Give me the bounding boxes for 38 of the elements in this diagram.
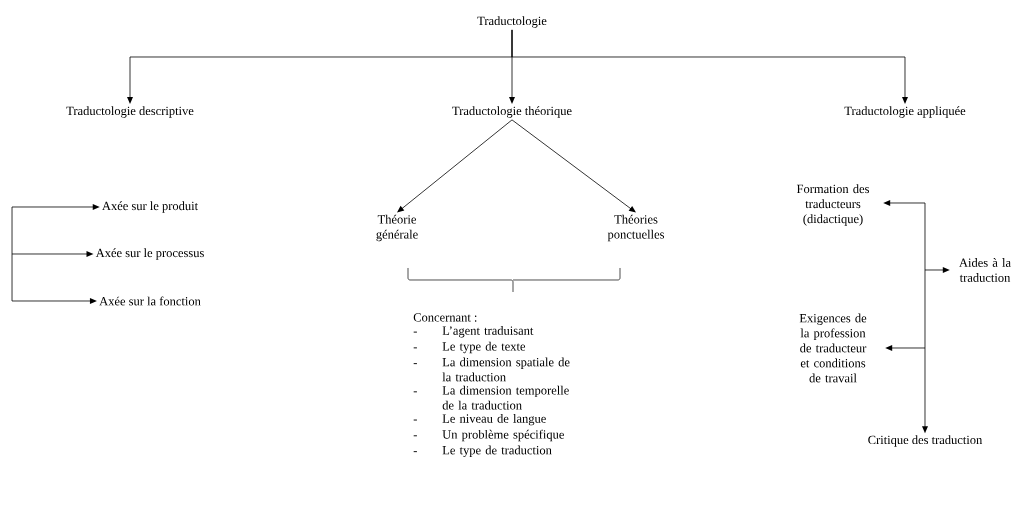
item-label: Exigences de la profession de traducteur et conditions de travail bbox=[799, 313, 867, 383]
item-label: Axée sur le processus bbox=[95, 248, 204, 260]
arrow bbox=[922, 202, 928, 434]
item-label: Aides à la traduction bbox=[959, 258, 1011, 282]
dash: - bbox=[413, 363, 417, 365]
arrow bbox=[885, 345, 926, 351]
arrow bbox=[11, 206, 97, 304]
dash: - bbox=[413, 435, 417, 437]
list-item: La dimension spatiale de la traduction bbox=[442, 357, 570, 382]
arrow bbox=[511, 119, 636, 213]
dash: - bbox=[413, 347, 417, 349]
dash: - bbox=[413, 451, 417, 453]
arrow bbox=[511, 29, 908, 105]
heading: Traductologie bbox=[477, 16, 547, 28]
item-label: Axée sur la fonction bbox=[99, 296, 201, 306]
list-item: La dimension temporelle de la traduction bbox=[442, 385, 569, 410]
list-item: Le type de texte bbox=[442, 341, 526, 354]
list-item: Le type de traduction bbox=[442, 445, 552, 457]
branch-label: Traductologie théorique bbox=[452, 106, 572, 118]
arrow bbox=[11, 204, 100, 210]
list-item: Un problème spécifique bbox=[442, 429, 564, 442]
arrow bbox=[11, 251, 94, 257]
branch-label: Traductologie descriptive bbox=[66, 106, 194, 118]
dash: - bbox=[413, 391, 417, 393]
dash: - bbox=[413, 331, 417, 333]
dash: - bbox=[413, 419, 417, 421]
arrow bbox=[924, 267, 950, 273]
arrow bbox=[397, 119, 513, 213]
item-label: Théories ponctuelles bbox=[607, 214, 664, 242]
arrow bbox=[883, 200, 926, 206]
item-label: Critique des traduction bbox=[868, 435, 983, 447]
item-label: Axée sur le produit bbox=[102, 201, 198, 213]
list-item: Le niveau de langue bbox=[442, 414, 546, 426]
item-label: Théorie générale bbox=[376, 214, 418, 242]
list-item: L’agent traduisant bbox=[442, 326, 534, 338]
branch-label: Traductologie appliquée bbox=[844, 106, 966, 118]
item-label: Formation des traducteurs (didactique) bbox=[796, 184, 869, 226]
list-heading: Concernant : bbox=[413, 313, 477, 322]
